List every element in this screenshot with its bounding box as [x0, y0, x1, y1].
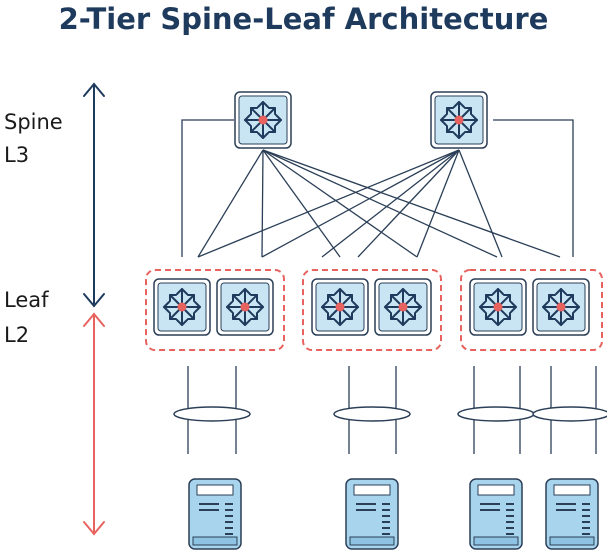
leaf-switch-6-icon	[532, 278, 590, 336]
spine-switch-1-icon	[234, 91, 292, 149]
server-4-icon	[545, 478, 599, 550]
spine-tier-arrow-icon	[83, 82, 105, 308]
leaf-switch-5-icon	[469, 278, 527, 336]
spine-switch-2-icon	[430, 91, 488, 149]
server-1-icon	[188, 478, 242, 550]
diagram-title: 2-Tier Spine-Leaf Architecture	[58, 2, 549, 36]
lag-bundles	[173, 406, 607, 422]
spine-label: Spine	[4, 110, 63, 134]
server-3-icon	[469, 478, 523, 550]
leaf-layer-label: L2	[4, 323, 30, 347]
leaf-label: Leaf	[4, 288, 49, 312]
leaf-switch-4-icon	[374, 278, 432, 336]
leaf-switch-2-icon	[216, 278, 274, 336]
leaf-tier-arrow-icon	[83, 312, 105, 536]
leaf-switch-3-icon	[311, 278, 369, 336]
spine-leaf-links	[181, 119, 574, 258]
leaf-switch-1-icon	[153, 278, 211, 336]
spine-layer-label: L3	[4, 143, 30, 167]
leaf-group-1	[145, 269, 285, 351]
server-2-icon	[345, 478, 399, 550]
leaf-group-2	[302, 269, 442, 351]
leaf-group-3	[460, 269, 603, 351]
